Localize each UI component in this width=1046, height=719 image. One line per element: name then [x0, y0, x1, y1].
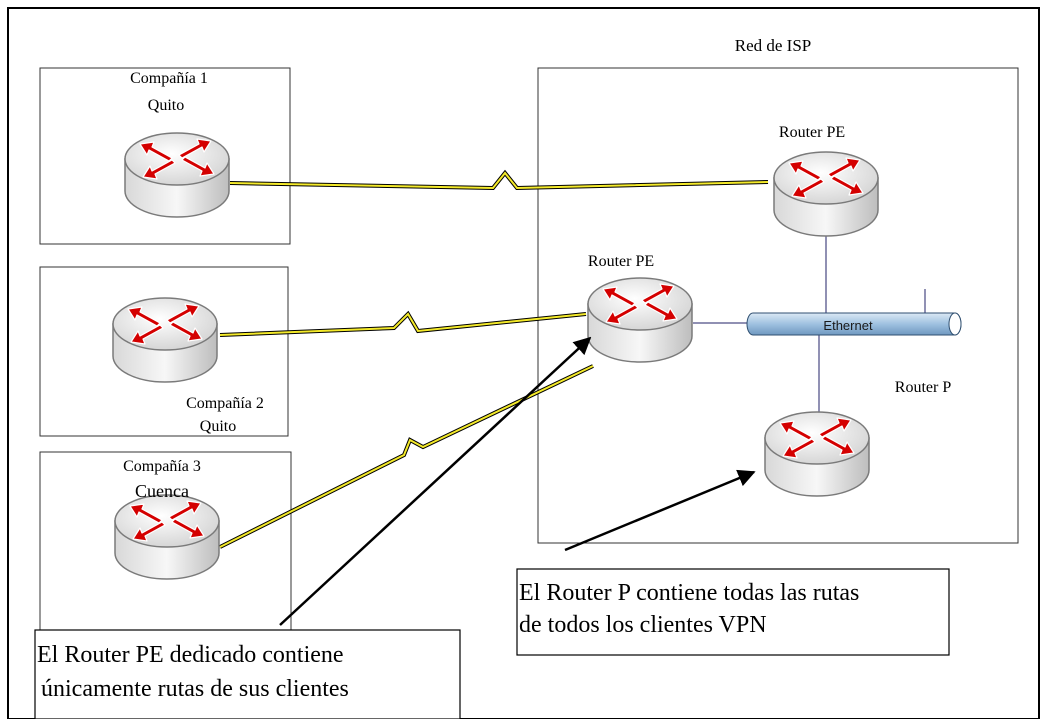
router-p-icon: [764, 411, 870, 497]
isp-title: Red de ISP: [735, 36, 812, 55]
serial-link-2: [219, 310, 587, 337]
company-1-box: [39, 67, 291, 245]
company-3-name: Compañía 3: [123, 458, 201, 475]
router-pe-mid-icon: [587, 277, 693, 363]
callout-pe: El Router PE dedicado contiene únicament…: [34, 629, 461, 719]
router-company-2-icon: [112, 297, 218, 383]
ethernet-label: Ethernet: [823, 318, 873, 333]
company-2-name: Compañía 2: [186, 395, 264, 412]
router-pe-top-label: Router PE: [779, 124, 845, 141]
company-1-name: Compañía 1: [130, 70, 208, 87]
callout-pe-arrow: [279, 336, 592, 626]
callout-pe-line-2: únicamente rutas de sus clientes: [41, 676, 349, 702]
router-pe-top-icon: [773, 151, 879, 237]
serial-link-3: [219, 364, 594, 549]
callout-p-line-2: de todos los clientes VPN: [519, 612, 767, 638]
router-company-1-icon: [124, 132, 230, 218]
company-2-box: [39, 266, 289, 437]
company-3-city: Cuenca: [135, 481, 189, 501]
callout-p-line-1: El Router P contiene todas las rutas: [519, 580, 859, 606]
company-2-city: Quito: [200, 418, 236, 435]
page-frame: [7, 7, 1040, 719]
company-1-city: Quito: [148, 97, 184, 114]
router-company-3-icon: [114, 494, 220, 580]
isp-box: [537, 67, 1019, 544]
router-p-label: Router P: [895, 379, 952, 396]
callout-pe-line-1: El Router PE dedicado contiene: [37, 642, 344, 668]
router-pe-mid-label: Router PE: [588, 253, 654, 270]
callout-p-arrow: [564, 469, 756, 552]
serial-link-1: [229, 169, 769, 191]
callout-p: El Router P contiene todas las rutas de …: [516, 568, 950, 656]
ethernet-bus: Ethernet: [746, 312, 962, 336]
